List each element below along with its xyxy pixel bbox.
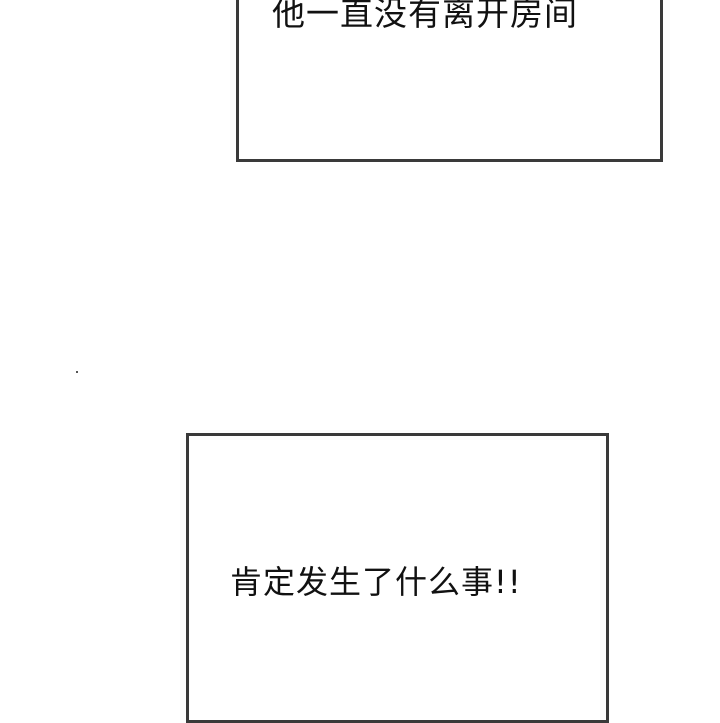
panel-caption-top: 他一直没有离开房间 xyxy=(272,0,578,33)
comic-panel-top xyxy=(236,0,663,162)
panel-caption-bottom: 肯定发生了什么事!! xyxy=(230,563,522,601)
ink-speck xyxy=(76,371,78,373)
comic-panel-bottom xyxy=(186,433,609,723)
